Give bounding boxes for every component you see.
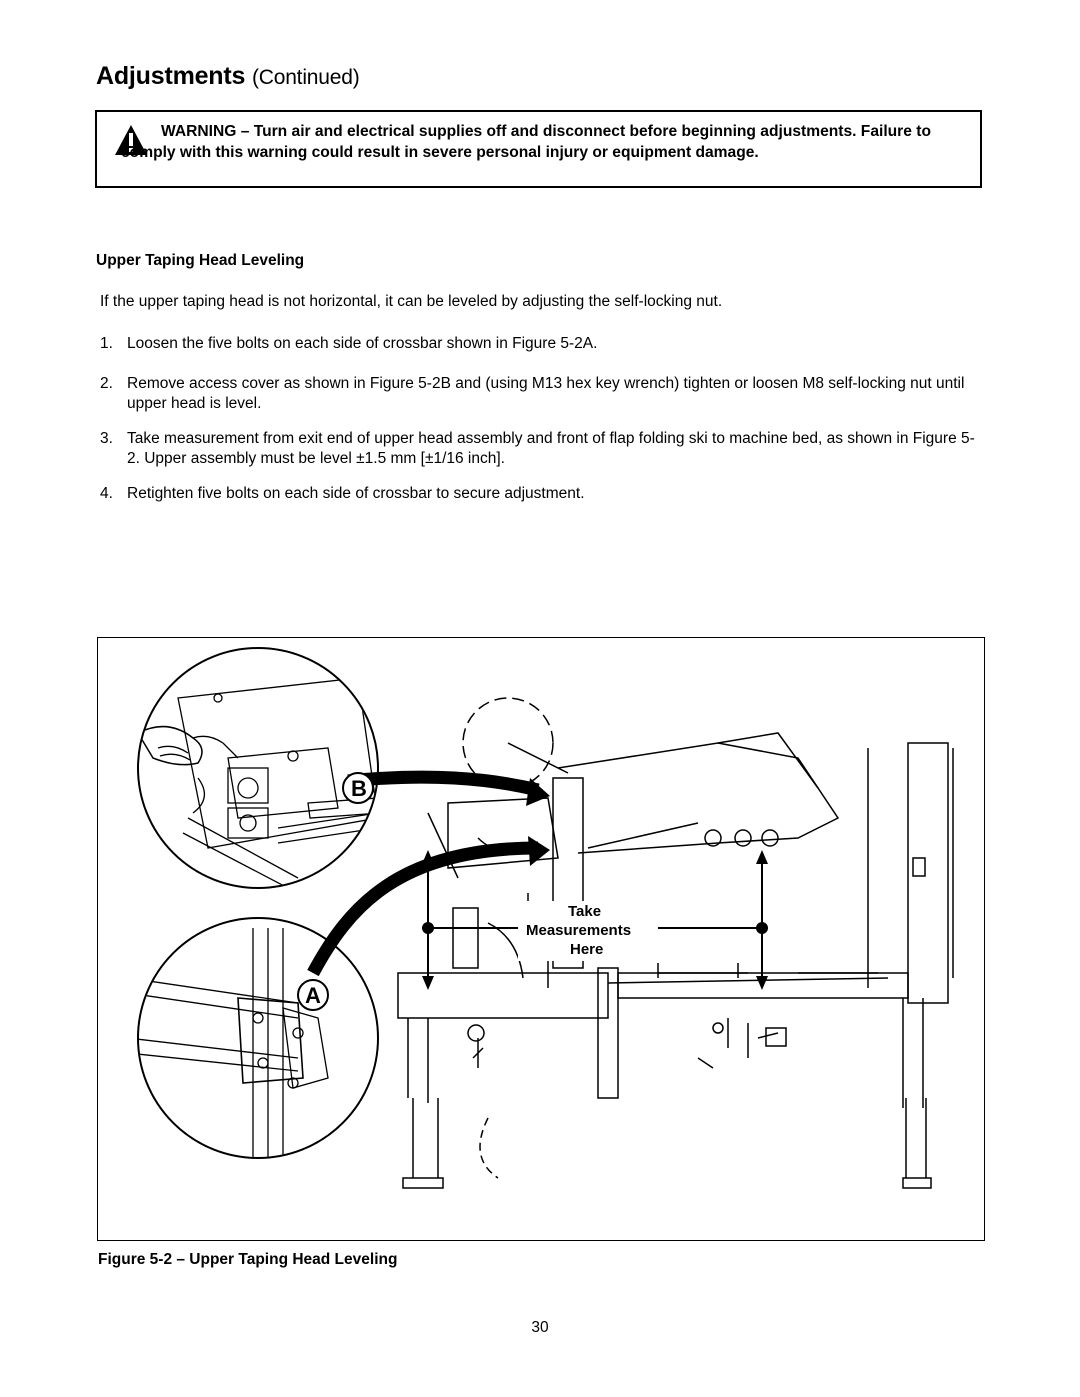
page-title-main: Adjustments (96, 62, 246, 90)
step-text: Retighten five bolts on each side of cro… (127, 485, 585, 502)
warning-triangle-icon (115, 125, 147, 155)
step-text: Remove access cover as shown in Figure 5… (127, 375, 965, 412)
measurement-markers (422, 850, 768, 990)
steps-list: 1. Loosen the five bolts on each side of … (100, 334, 980, 504)
step-number: 2. (100, 375, 113, 392)
intro-paragraph: If the upper taping head is not horizont… (100, 293, 723, 310)
step-number: 1. (100, 335, 113, 352)
detail-circle-a (137, 917, 379, 1159)
step-text: Take measurement from exit end of upper … (127, 430, 975, 467)
step-number: 4. (100, 485, 113, 502)
step-item: 3. Take measurement from exit end of uppe… (100, 429, 980, 469)
section-heading: Upper Taping Head Leveling (96, 252, 305, 269)
measure-label-here: Here (570, 941, 603, 958)
warning-text: WARNING – Turn air and electrical suppli… (121, 123, 931, 161)
callout-b-label: B (351, 776, 367, 801)
step-item: 1. Loosen the five bolts on each side of … (100, 334, 980, 354)
machine-illustration: B A (137, 647, 954, 1189)
step-text: Loosen the five bolts on each side of cr… (127, 335, 598, 352)
figure-frame: B A (97, 637, 985, 1241)
warning-box: WARNING – Turn air and electrical suppli… (95, 110, 982, 188)
step-number: 3. (100, 430, 113, 447)
page-title-suffix: (Continued) (251, 66, 360, 89)
step-item: 4. Retighten five bolts on each side of c… (100, 484, 980, 504)
figure-caption: Figure 5-2 – Upper Taping Head Leveling (98, 1251, 398, 1268)
detail-circle-b (137, 647, 379, 889)
page-number: 30 (531, 1319, 549, 1336)
page-title: Adjustments (Continued) (96, 62, 360, 91)
measure-label-take: Take (568, 903, 601, 920)
machine-frame (397, 697, 954, 1189)
callout-a-label: A (305, 983, 321, 1008)
measure-label-measurements: Measurements (526, 922, 631, 939)
step-item: 2. Remove access cover as shown in Figure… (100, 374, 980, 414)
callout-arrow-a (307, 841, 539, 977)
